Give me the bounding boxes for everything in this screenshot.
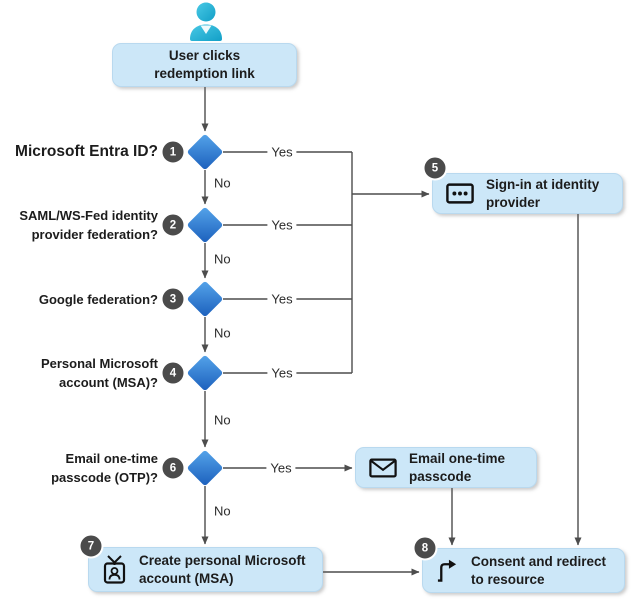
email-otp-box: Email one-time passcode [355,447,537,488]
no-label-1: No [212,175,233,191]
step-badge-5: 5 [422,155,448,181]
question-label-entra-id: Microsoft Entra ID? [15,143,158,160]
decision-diamond-google-federation [186,280,224,318]
user-person-icon [186,1,226,46]
start-box: User clicks redemption link [112,43,297,87]
no-label-4: No [212,412,233,428]
start-box-label: User clicks redemption link [154,48,255,81]
email-otp-label: Email one-time passcode [409,450,506,484]
no-label-2: No [212,251,233,267]
consent-redirect-label: Consent and redirect to resource [471,553,607,587]
decision-diamond-saml-federation [186,206,224,244]
id-badge-icon [102,555,127,584]
question-label-otp: Email one-time passcode (OTP)? [51,451,158,485]
question-label-google-federation: Google federation? [38,292,158,307]
step-badge-1: 1 [160,139,186,165]
signin-identity-provider-box: Sign-in at identity provider [432,173,623,214]
step-badge-2: 2 [160,212,186,238]
no-label-6: No [212,503,233,519]
question-label-msa: Personal Microsoft account (MSA)? [40,356,158,390]
yes-label-1: Yes [267,144,297,160]
consent-redirect-box: Consent and redirect to resource [422,548,625,593]
create-msa-box: Create personal Microsoft account (MSA) [88,547,323,592]
yes-label-4: Yes [267,365,297,381]
step-badge-7: 7 [78,533,104,559]
question-label-saml-federation: SAML/WS-Fed identity provider federation… [19,208,158,242]
yes-label-2: Yes [267,217,297,233]
no-label-3: No [212,325,233,341]
yes-label-3: Yes [267,291,297,307]
email-envelope-icon [369,457,397,478]
step-badge-6: 6 [160,455,186,481]
password-entry-icon [446,183,474,204]
decision-diamond-entra-id [186,133,224,171]
decision-diamond-msa [186,354,224,392]
redirect-arrow-icon [436,558,459,583]
yes-label-6: Yes [266,460,296,476]
step-badge-4: 4 [160,360,186,386]
create-msa-label: Create personal Microsoft account (MSA) [139,552,306,586]
step-badge-8: 8 [412,535,438,561]
decision-diamond-otp [186,449,224,487]
step-badge-3: 3 [160,286,186,312]
signin-identity-provider-label: Sign-in at identity provider [486,176,600,210]
